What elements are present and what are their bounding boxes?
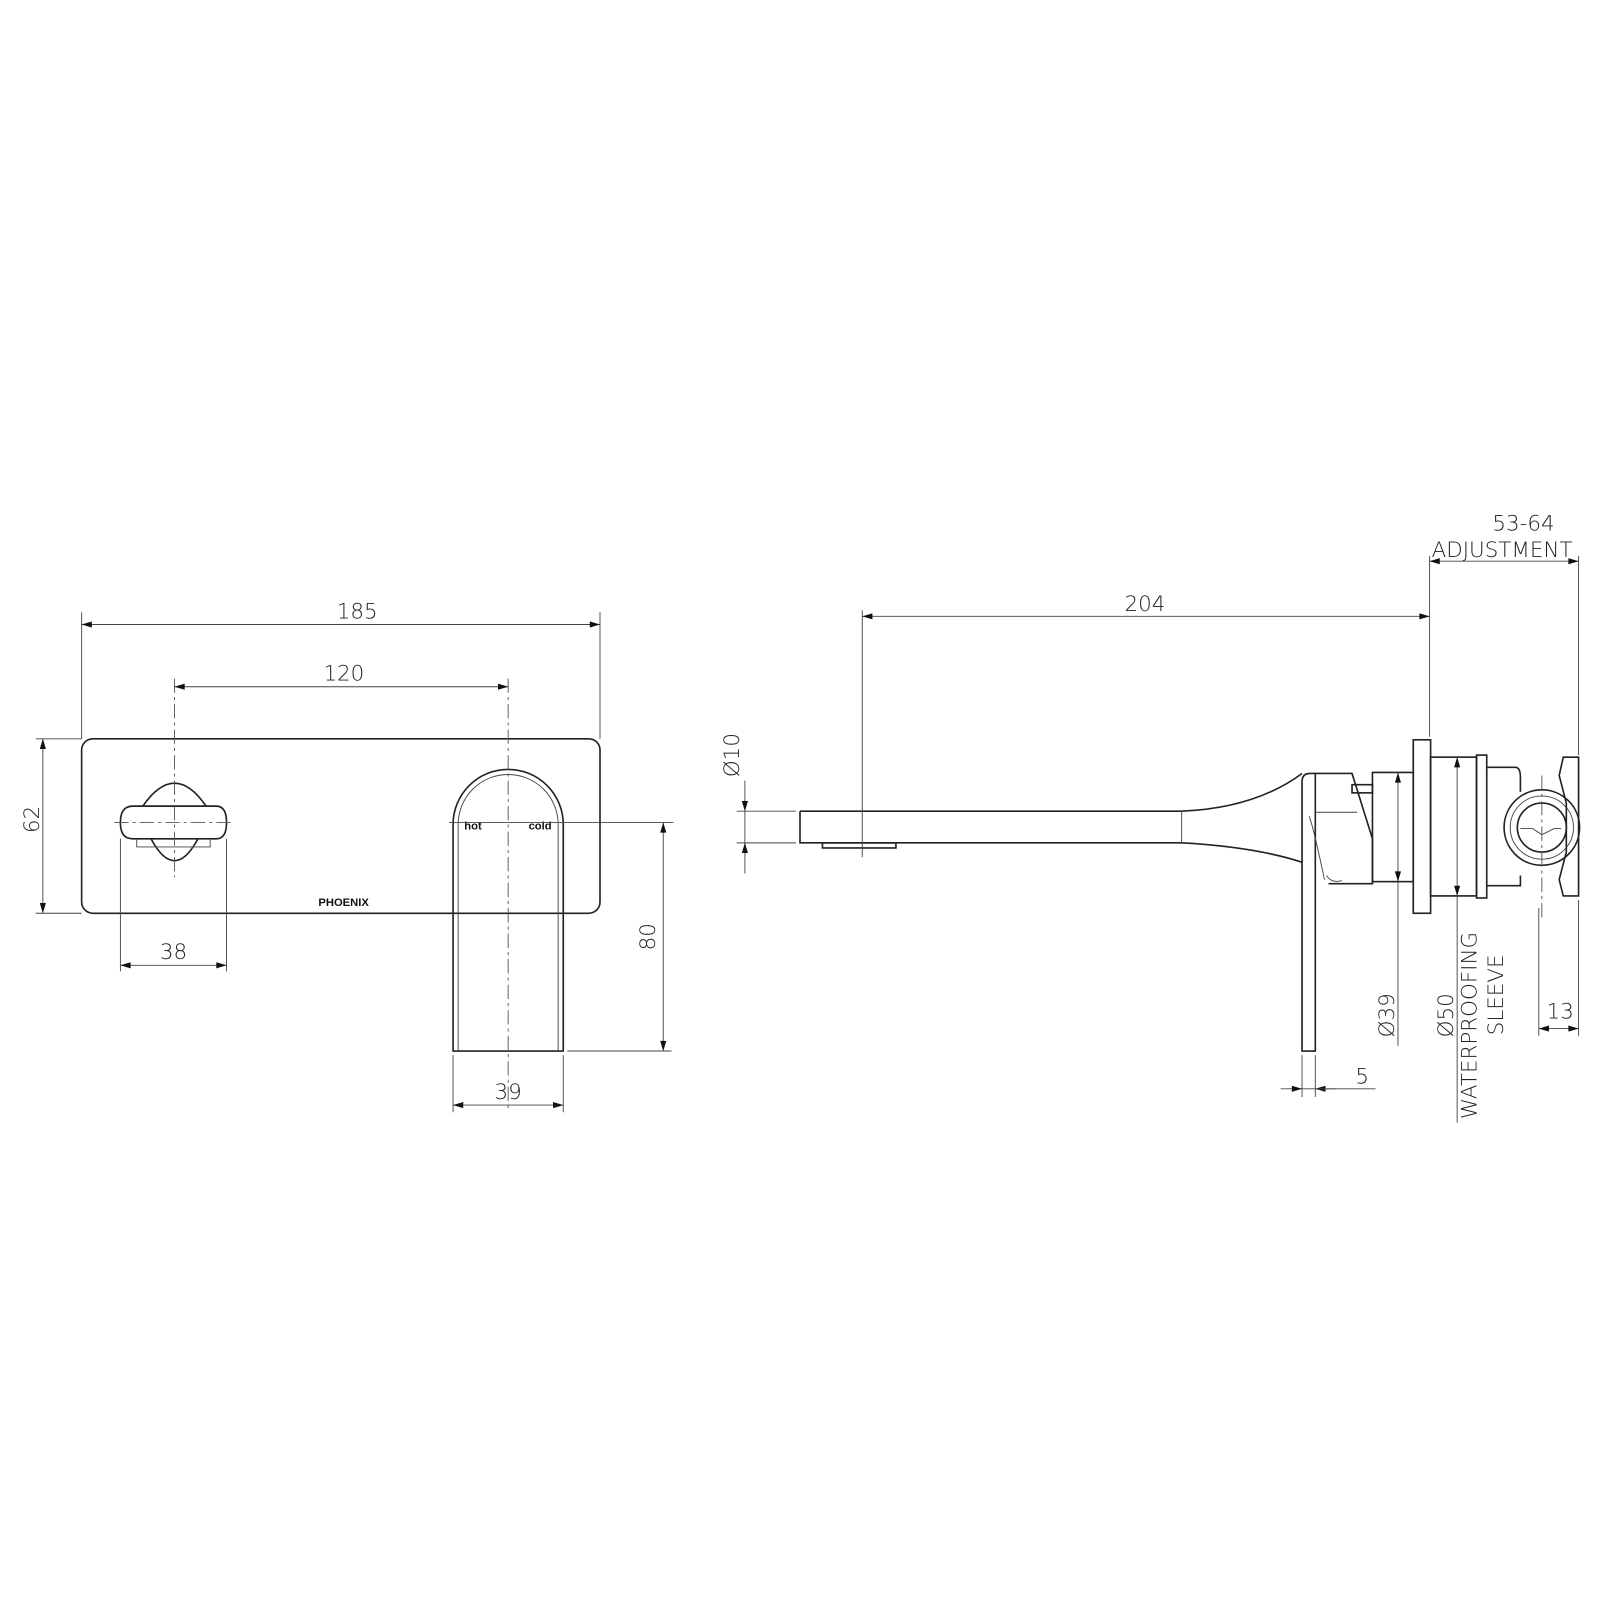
side-view: 204 53-64 ADJUSTMENT Ø10 Ø39 Ø50 WATERPR…: [720, 512, 1581, 1123]
front-view: hot cold PHOENIX 185 120 62 38 80 39: [20, 599, 674, 1113]
waterproofing-label: WATERPROOFING: [1458, 932, 1483, 1119]
dim-dia-50: Ø50: [1434, 993, 1459, 1037]
dim-120: 120: [323, 662, 364, 687]
cross-handle: [1558, 756, 1580, 897]
cold-label: cold: [529, 821, 552, 833]
spout-front: hot cold: [452, 768, 565, 1052]
adjustment-label: ADJUSTMENT: [1432, 538, 1573, 563]
dim-204: 204: [1124, 592, 1165, 617]
sleeve-label: SLEEVE: [1484, 955, 1509, 1036]
dim-38: 38: [160, 940, 187, 965]
dim-5: 5: [1355, 1065, 1369, 1090]
hot-label: hot: [464, 821, 482, 833]
dim-dia-10: Ø10: [720, 733, 745, 777]
brand-logo: PHOENIX: [318, 897, 369, 909]
dim-80: 80: [636, 923, 661, 950]
mixer-handle: [119, 782, 228, 862]
dim-185: 185: [337, 599, 378, 624]
wall-plate: [80, 737, 601, 915]
spout-side: [799, 772, 1303, 864]
wall-plate-side: [1301, 772, 1317, 1052]
dim-53-64: 53-64: [1492, 512, 1554, 537]
dim-62: 62: [20, 806, 45, 833]
dim-39-spout: 39: [495, 1080, 522, 1105]
dim-13: 13: [1547, 999, 1574, 1024]
dim-dia-39: Ø39: [1375, 993, 1400, 1037]
